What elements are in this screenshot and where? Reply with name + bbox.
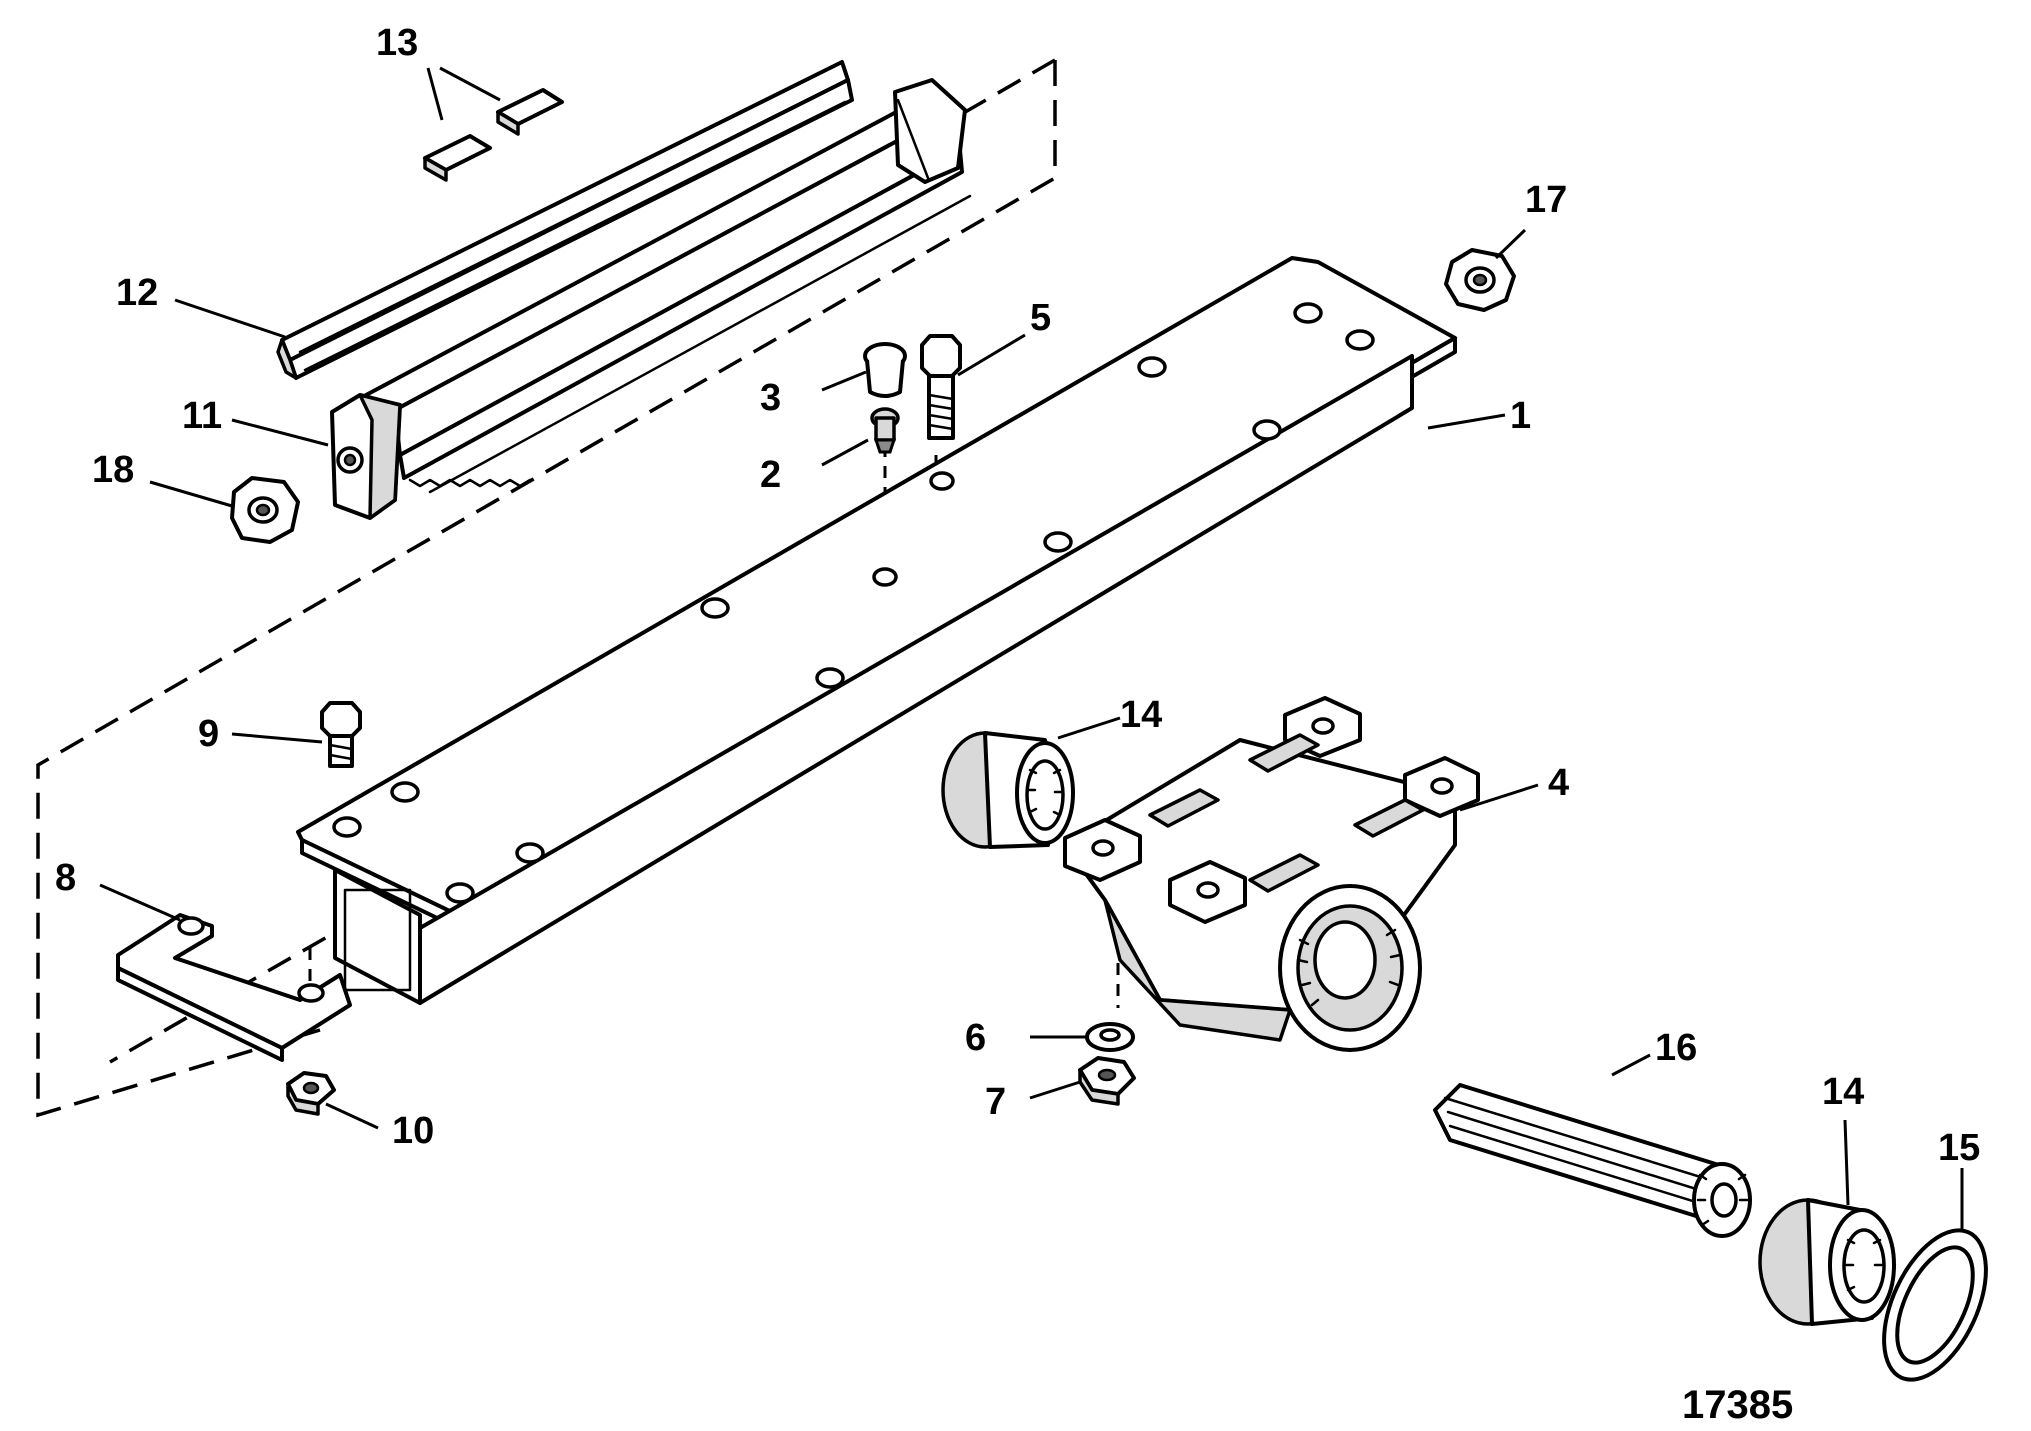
part-9-bolt xyxy=(320,701,362,768)
callout-9: 9 xyxy=(198,713,219,755)
callout-18: 18 xyxy=(92,449,134,491)
callout-14-upper: 14 xyxy=(1120,694,1162,736)
part-4-pinion-housing xyxy=(1063,696,1480,1052)
bracket-holes xyxy=(332,302,1375,904)
callout-2: 2 xyxy=(760,454,781,496)
part-14-lower-bushing xyxy=(1758,1198,1896,1326)
callout-labels: 1 2 3 4 5 6 7 8 9 10 11 12 13 14 14 15 1… xyxy=(55,22,1980,1169)
callout-15: 15 xyxy=(1938,1127,1980,1169)
callout-3: 3 xyxy=(760,377,781,419)
callout-4: 4 xyxy=(1548,762,1569,804)
callout-16: 16 xyxy=(1655,1027,1697,1069)
part-16-splined-shaft xyxy=(1433,1083,1752,1238)
callout-14-lower: 14 xyxy=(1822,1071,1864,1113)
part-10-nut xyxy=(286,1071,336,1116)
part-15-thrust-washer xyxy=(1882,1228,1988,1382)
callout-6: 6 xyxy=(965,1017,986,1059)
callout-8: 8 xyxy=(55,857,76,899)
callout-5: 5 xyxy=(1030,297,1051,339)
callout-7: 7 xyxy=(985,1081,1006,1123)
rack-teeth-row xyxy=(428,194,972,494)
callout-12: 12 xyxy=(116,272,158,314)
leader-lines xyxy=(99,66,1964,1230)
part-7-nut xyxy=(1078,1056,1136,1106)
callout-1: 1 xyxy=(1510,395,1531,437)
part-13-pads xyxy=(423,88,564,182)
part-5-bolt xyxy=(920,334,962,440)
part-18-nut xyxy=(230,476,300,544)
callout-11: 11 xyxy=(182,395,222,437)
figure-number: 17385 xyxy=(1682,1383,1793,1427)
part-3-plug xyxy=(863,342,907,398)
part-6-washer xyxy=(1085,1022,1135,1052)
part-14-upper-bushing xyxy=(941,731,1075,849)
part-17-nut xyxy=(1444,248,1516,312)
part-11-gear-rack xyxy=(330,78,972,520)
callout-10: 10 xyxy=(392,1110,434,1152)
part-2-grease-fitting xyxy=(870,407,900,454)
part-12-rack-rails xyxy=(276,60,854,380)
callout-13: 13 xyxy=(376,22,418,64)
callout-17: 17 xyxy=(1525,179,1567,221)
part-1-main-bracket xyxy=(296,256,1457,1005)
part-8-clamp-plate xyxy=(116,913,352,1062)
